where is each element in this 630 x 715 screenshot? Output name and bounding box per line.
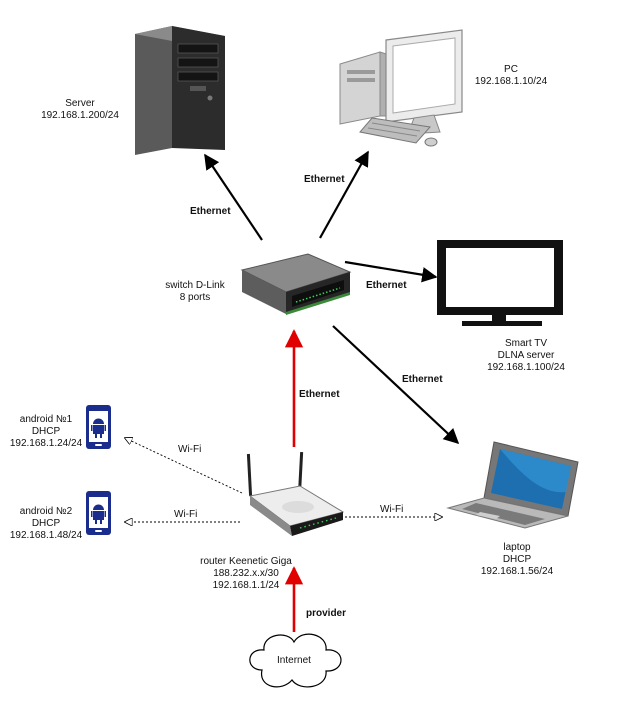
link-label-laptop: Ethernet — [402, 374, 443, 385]
android-2-name: android №2 — [19, 506, 73, 517]
android-1-ip: 192.168.1.24/24 — [9, 438, 83, 449]
router-name: router Keenetic Giga — [200, 556, 292, 567]
android-1-name: android №1 — [19, 414, 73, 425]
pc-name: PC — [504, 64, 518, 75]
link-switch-server — [204, 153, 263, 241]
link-label-tv: Ethernet — [366, 280, 407, 291]
server-label: Server 192.168.1.200/24 — [32, 98, 128, 122]
link-label-provider: provider — [306, 608, 347, 619]
laptop-icon — [446, 441, 579, 529]
server-name: Server — [65, 98, 95, 109]
server-ip: 192.168.1.200/24 — [41, 110, 119, 121]
link-label-wifi-android2: Wi-Fi — [174, 509, 198, 520]
internet-label: Internet — [270, 655, 318, 667]
link-label-server: Ethernet — [190, 206, 231, 217]
internet-cloud-icon — [249, 633, 342, 688]
link-label-wifi-android1: Wi-Fi — [178, 444, 202, 455]
link-switch-laptop — [332, 325, 460, 445]
android-2-icon — [86, 491, 111, 535]
internet-name: Internet — [277, 655, 311, 666]
pc-icon — [339, 29, 463, 147]
android-1-icon — [86, 405, 111, 449]
router-icon — [246, 451, 345, 536]
tv-ip: 192.168.1.100/24 — [487, 362, 565, 373]
router-lan-ip: 192.168.1.1/24 — [212, 580, 280, 591]
server-icon — [135, 26, 225, 155]
switch-label: switch D-Link 8 ports — [155, 280, 235, 304]
android-2-mode: DHCP — [31, 518, 61, 529]
router-wan-ip: 188.232.x.x/30 — [213, 568, 279, 579]
android-2-label: android №2 DHCP 192.168.1.48/24 — [8, 506, 84, 542]
link-label-wifi-laptop: Wi-Fi — [380, 504, 404, 515]
switch-ports: 8 ports — [179, 292, 211, 303]
laptop-ip: 192.168.1.56/24 — [480, 566, 554, 577]
android-1-mode: DHCP — [31, 426, 61, 437]
switch-icon — [240, 253, 352, 315]
link-label-pc: Ethernet — [304, 174, 345, 185]
link-label-router-switch: Ethernet — [299, 389, 340, 400]
laptop-mode: DHCP — [502, 554, 532, 565]
link-switch-tv — [344, 260, 438, 283]
link-router-android1 — [125, 438, 243, 494]
pc-label: PC 192.168.1.10/24 — [470, 64, 552, 88]
laptop-name: laptop — [503, 542, 531, 553]
laptop-label: laptop DHCP 192.168.1.56/24 — [474, 542, 560, 578]
android-1-label: android №1 DHCP 192.168.1.24/24 — [8, 414, 84, 450]
smart-tv-icon — [437, 240, 563, 326]
tv-label: Smart TV DLNA server 192.168.1.100/24 — [480, 338, 572, 374]
switch-name: switch D-Link — [165, 280, 225, 291]
android-2-ip: 192.168.1.48/24 — [9, 530, 83, 541]
pc-ip: 192.168.1.10/24 — [474, 76, 548, 87]
router-label: router Keenetic Giga 188.232.x.x/30 192.… — [196, 556, 296, 592]
tv-role: DLNA server — [497, 350, 555, 361]
tv-name: Smart TV — [504, 338, 548, 349]
link-switch-pc — [319, 150, 369, 239]
